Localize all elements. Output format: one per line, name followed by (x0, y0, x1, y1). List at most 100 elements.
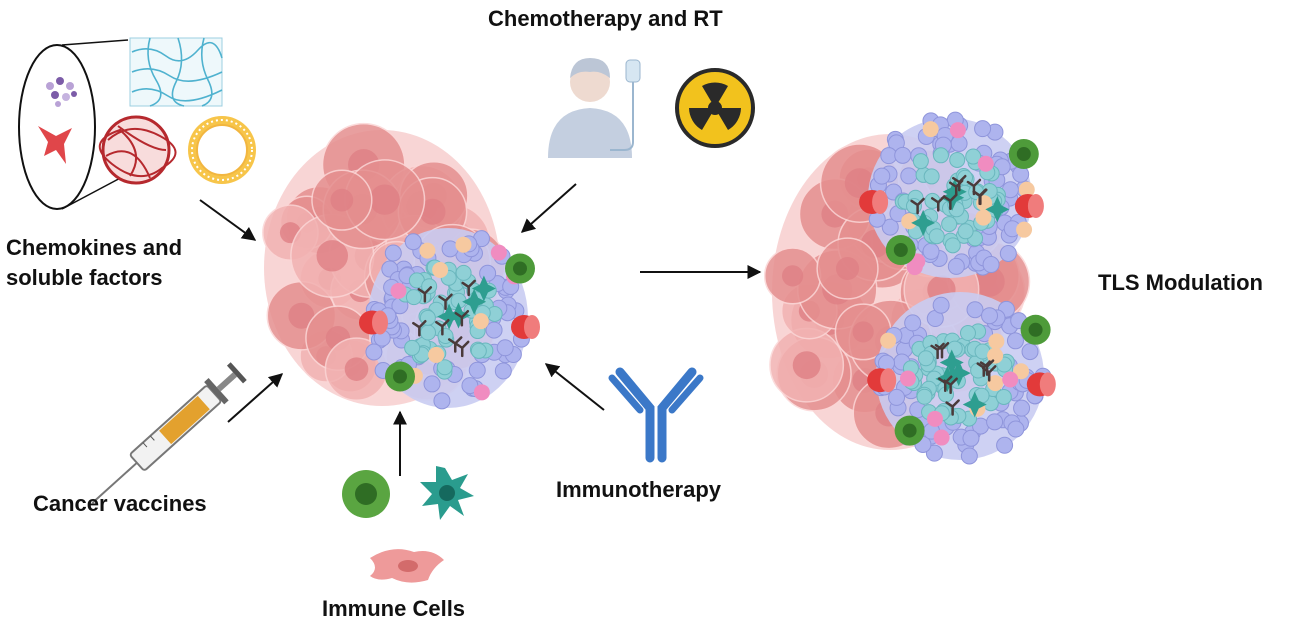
macrophage-nucleus (893, 243, 908, 257)
b-cell (873, 167, 891, 185)
b-cell (881, 218, 899, 236)
stromal-cell (417, 286, 433, 303)
patient-icon (548, 58, 641, 158)
plasma-cell (432, 261, 449, 278)
pink-cell (473, 384, 490, 401)
tumor-nucleus (835, 256, 860, 281)
plasma-cell (922, 121, 939, 138)
red-cell-shade (872, 190, 889, 214)
red-cell-shade (880, 368, 897, 393)
stromal-cell (461, 279, 476, 297)
plasma-cell (1016, 221, 1033, 238)
radiation-icon (675, 68, 755, 148)
arrow-chemo (520, 183, 577, 233)
red-cell-shade (1039, 372, 1056, 397)
label-tls-modulation: TLS Modulation (1098, 270, 1263, 295)
dendritic-cell-icon (420, 466, 474, 520)
b-cell (365, 343, 383, 361)
pink-cell (906, 259, 923, 276)
b-cell (947, 257, 965, 275)
dendritic-cell (942, 178, 967, 205)
t-cell (420, 324, 437, 341)
label-chemokines-line1: Chemokines and (6, 235, 183, 260)
tumor-nucleus (288, 302, 315, 329)
tumor-nucleus (344, 357, 369, 381)
magnifier-line-top (61, 39, 129, 46)
b-cell (468, 361, 486, 379)
b-cell (1013, 399, 1031, 417)
b-cell (433, 392, 451, 410)
t-cell (916, 388, 933, 405)
pink-cell (899, 370, 916, 387)
macrophage-nucleus (1028, 322, 1043, 337)
tumor-nucleus (792, 351, 821, 380)
label-immune-cells: Immune Cells (322, 596, 466, 621)
soluble-factors-inset (18, 37, 256, 210)
plasma-cell (901, 213, 918, 230)
plasma-cell (428, 346, 445, 363)
b-cell (981, 307, 999, 325)
macrophage-nucleus (1016, 147, 1031, 161)
pink-cell (933, 429, 950, 446)
b-cell (894, 146, 912, 164)
plasma-cell (1013, 363, 1030, 380)
label-immunotherapy: Immunotherapy (556, 477, 722, 502)
pink-cell (926, 410, 943, 427)
t-cell (941, 216, 958, 233)
pink-cell (1002, 371, 1019, 388)
dendritic-cell (471, 275, 496, 302)
b-cell (888, 388, 906, 406)
macrophage-nucleus (393, 369, 407, 384)
collagen-scaffold-icon (99, 115, 177, 185)
b-cell (1021, 343, 1039, 361)
b-cell (900, 167, 918, 185)
b-cell (960, 447, 978, 465)
stromal-cell (454, 340, 470, 358)
stromal-cell (945, 399, 960, 416)
stromal-cell (943, 193, 958, 211)
stromal-cell (454, 310, 470, 327)
arrow-chemokines (199, 199, 257, 241)
t-cell (957, 223, 974, 240)
t-cell (946, 340, 963, 357)
dendritic-cell (985, 196, 1010, 223)
plasma-cell (1018, 181, 1035, 198)
b-cell (982, 256, 1000, 274)
macrophage-nucleus (902, 423, 917, 438)
tumor-nucleus (844, 168, 875, 198)
plasma-cell (880, 332, 897, 349)
b-cell (922, 242, 940, 260)
dendritic-cell (437, 303, 462, 330)
t-cell (905, 198, 922, 215)
b-cell (999, 244, 1017, 262)
b-cell (1006, 332, 1024, 350)
t-cell (436, 359, 453, 376)
arrow-vaccines (227, 373, 284, 423)
t-cell (923, 168, 940, 185)
b-cell (423, 375, 441, 393)
b-cell (932, 296, 950, 314)
plasma-cell (987, 347, 1004, 364)
dendritic-cell (939, 349, 964, 376)
tls-upper (859, 111, 1044, 278)
t-cell (995, 388, 1012, 405)
label-cancer-vaccines: Cancer vaccines (33, 491, 207, 516)
tumor-nucleus (419, 198, 446, 225)
stromal-cell (447, 336, 463, 353)
stromal-cell (438, 293, 453, 310)
tumor-nucleus (369, 184, 400, 215)
b-cell (404, 233, 422, 251)
b-cell (974, 120, 992, 138)
stromal-cell (979, 359, 995, 376)
stromal-cell (976, 360, 992, 377)
stromal-cell (943, 377, 958, 394)
t-cell (405, 289, 422, 306)
t-cell (928, 228, 945, 245)
b-cell (496, 339, 514, 357)
b-cell (904, 314, 922, 332)
t-cell (470, 342, 487, 359)
dendritic-cell (462, 288, 487, 315)
fibroblast-icon (38, 126, 72, 164)
